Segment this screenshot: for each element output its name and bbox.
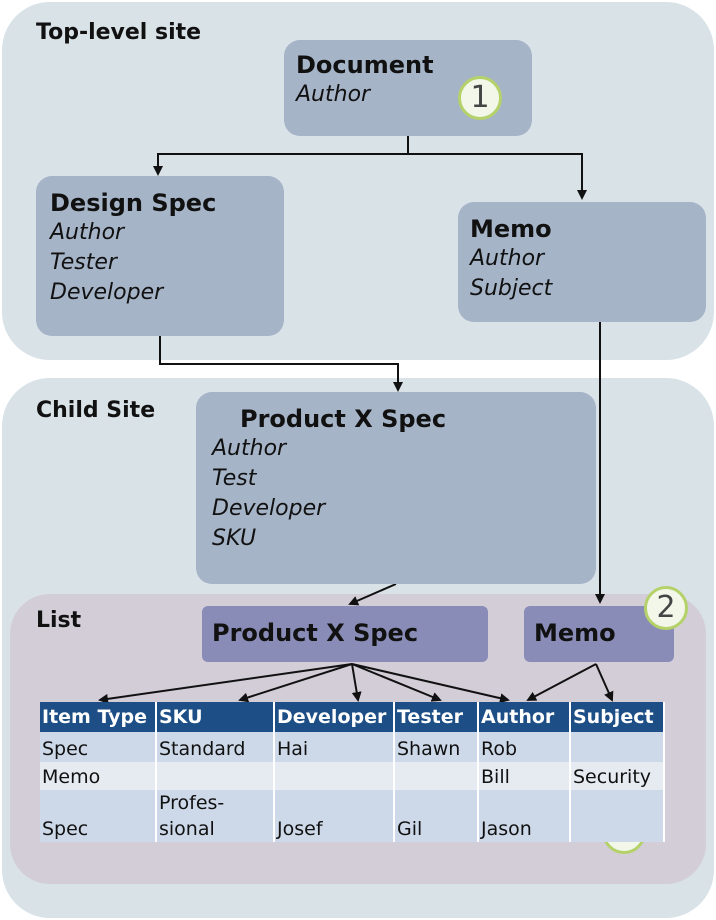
product-spec-field-author: Author (212, 436, 287, 461)
column-header-subject: Subject (570, 702, 665, 732)
table-cell: Spec (40, 732, 157, 762)
design-spec-field-tester: Tester (50, 250, 117, 275)
column-header-tester: Tester (394, 702, 479, 732)
child-site-label: Child Site (36, 398, 156, 423)
memo-field-subject: Subject (470, 276, 553, 301)
arrow-to-author (351, 663, 510, 704)
badge-1: 1 (458, 76, 502, 120)
list-product-spec-title: Product X Spec (212, 619, 419, 647)
arrow-memo-to-subject (595, 663, 614, 702)
arrow-to-tester (351, 663, 442, 702)
table-cell: Shawn (394, 732, 479, 762)
table-cell (570, 790, 665, 842)
column-header-developer: Developer (274, 702, 395, 732)
table-row: Spec Standard Hai Shawn Rob (40, 732, 665, 762)
design-spec-field-author: Author (50, 220, 125, 245)
arrow-document-to-memo (408, 153, 587, 200)
table-cell: Gil (394, 790, 479, 842)
column-header-sku: SKU (156, 702, 275, 732)
table-cell (274, 762, 395, 790)
table-cell: Security (570, 762, 665, 790)
column-header-item-type: Item Type (40, 702, 157, 732)
product-spec-field-sku: SKU (212, 526, 257, 551)
arrow-to-item-type (98, 663, 353, 704)
table-cell: Rob (478, 732, 571, 762)
product-spec-field-developer: Developer (212, 496, 326, 521)
table-cell: Josef (274, 790, 395, 842)
memo-content-type: Memo Author Subject (458, 202, 706, 322)
table-cell (156, 762, 275, 790)
document-title: Document (296, 51, 434, 79)
table-cell (570, 732, 665, 762)
memo-field-author: Author (470, 246, 545, 271)
document-field-author: Author (296, 82, 371, 107)
table-cell: Bill (478, 762, 571, 790)
table-cell: Jason (478, 790, 571, 842)
design-spec-title: Design Spec (50, 189, 217, 217)
arrow-document-to-design-spec (153, 136, 409, 176)
table-cell: Profes- sional (156, 790, 275, 842)
list-memo-title: Memo (534, 619, 616, 647)
table-cell: Spec (40, 790, 157, 842)
design-spec-content-type: Design Spec Author Tester Developer (36, 176, 284, 336)
table-header-row: Item Type SKU Developer Tester Author Su… (40, 702, 665, 732)
column-header-author: Author (478, 702, 571, 732)
product-spec-content-type: Product X Spec Author Test Developer SKU (196, 392, 596, 584)
design-spec-field-developer: Developer (50, 280, 164, 305)
arrow-design-spec-to-product-spec (159, 336, 403, 392)
badge-2: 2 (644, 586, 688, 630)
table-cell: Memo (40, 762, 157, 790)
table-cell: Hai (274, 732, 395, 762)
table-row: Memo Bill Security (40, 762, 665, 790)
table-cell (394, 762, 479, 790)
top-level-site-label: Top-level site (36, 20, 202, 45)
arrow-to-sku (238, 663, 353, 703)
table-row: Spec Profes- sional Josef Gil Jason (40, 790, 665, 842)
list-product-spec-content-type: Product X Spec (202, 606, 488, 662)
product-spec-title: Product X Spec (240, 405, 447, 433)
product-spec-field-test: Test (212, 466, 257, 491)
arrow-memo-to-author (526, 663, 597, 701)
list-items-table: Item Type SKU Developer Tester Author Su… (40, 702, 665, 842)
table-cell: Standard (156, 732, 275, 762)
list-label: List (36, 608, 82, 633)
arrow-product-spec-to-list (348, 583, 397, 606)
arrow-to-developer (351, 663, 362, 702)
memo-title: Memo (470, 215, 552, 243)
